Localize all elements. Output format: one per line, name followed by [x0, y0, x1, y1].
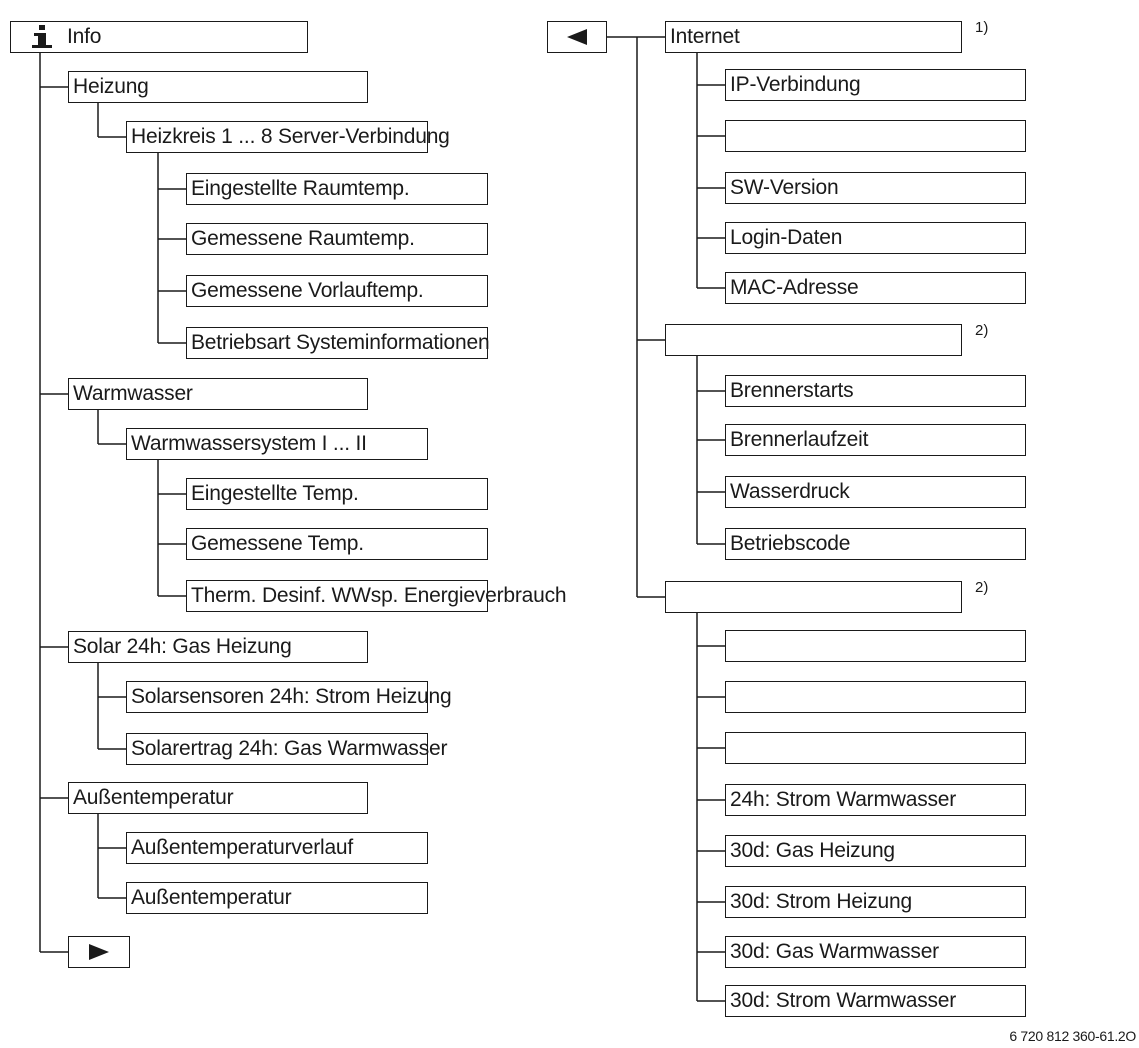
group2-item[interactable]: Brennerlaufzeit	[725, 424, 1026, 456]
solar-item-label: Solarertrag 24h: Gas Warmwasser	[131, 737, 448, 760]
menu-internet[interactable]: Internet	[665, 21, 962, 53]
menu-warmwassersystem[interactable]: Warmwassersystem I ... II	[126, 428, 428, 460]
warmwasser-item-label: Therm. Desinf. WWsp. Energieverbrauch	[191, 584, 567, 607]
menu-aussentemperatur-label: Außentemperatur	[73, 786, 234, 809]
internet-item-label: IP-Verbindung	[730, 73, 861, 96]
info-icon	[29, 25, 55, 49]
menu-heizkreis[interactable]: Heizkreis 1 ... 8 Server-Verbindung	[126, 121, 450, 153]
group2-item[interactable]: Brennerstarts	[725, 375, 1026, 407]
heizung-item[interactable]: Eingestellte Raumtemp.	[186, 173, 488, 205]
aussen-item-label: Außentemperaturverlauf	[131, 836, 354, 859]
footnote-marker: 2)	[975, 579, 989, 596]
warmwasser-item[interactable]: Gemessene Temp.	[186, 528, 488, 560]
internet-item[interactable]: Login-Daten	[725, 222, 1026, 254]
aussen-item[interactable]: Außentemperatur	[126, 882, 428, 914]
menu-warmwasser-label: Warmwasser	[73, 382, 193, 405]
menu-aussentemperatur[interactable]: Außentemperatur	[68, 782, 368, 814]
group3-item[interactable]	[725, 732, 1026, 764]
footnote-marker: 2)	[975, 322, 989, 339]
group2-item-label: Wasserdruck	[730, 480, 850, 503]
group2-item-label: Brennerstarts	[730, 379, 854, 402]
warmwasser-item-label: Gemessene Temp.	[191, 532, 364, 555]
menu-solar[interactable]: Solar 24h: Gas Heizung	[68, 631, 368, 663]
heizung-item[interactable]: Gemessene Raumtemp.	[186, 223, 488, 255]
group3-item-label: 30d: Gas Heizung	[730, 839, 895, 862]
internet-item-label: MAC-Adresse	[730, 276, 859, 299]
heizung-item[interactable]: Gemessene Vorlauftemp.	[186, 275, 488, 307]
group2-item[interactable]: Wasserdruck	[725, 476, 1026, 508]
menu-heizung-label: Heizung	[73, 75, 149, 98]
aussen-item[interactable]: Außentemperaturverlauf	[126, 832, 428, 864]
group3-item[interactable]: 30d: Gas Warmwasser	[725, 936, 1026, 968]
menu-group-3[interactable]	[665, 581, 962, 613]
info-menu-box[interactable]: Info	[10, 21, 308, 53]
internet-item[interactable]: MAC-Adresse	[725, 272, 1026, 304]
internet-item[interactable]: IP-Verbindung	[725, 69, 1026, 101]
menu-heizkreis-label: Heizkreis 1 ... 8 Server-Verbindung	[131, 125, 450, 148]
heizung-item[interactable]: Betriebsart Systeminformationen	[186, 327, 490, 359]
warmwasser-item[interactable]: Eingestellte Temp.	[186, 478, 488, 510]
solar-item[interactable]: Solarsensoren 24h: Strom Heizung	[126, 681, 452, 713]
menu-group-2[interactable]	[665, 324, 962, 356]
warmwasser-item[interactable]: Therm. Desinf. WWsp. Energieverbrauch	[186, 580, 567, 612]
heizung-item-label: Betriebsart Systeminformationen	[191, 331, 490, 354]
group3-item-label: 24h: Strom Warmwasser	[730, 788, 957, 811]
group2-item[interactable]: Betriebscode	[725, 528, 1026, 560]
internet-item[interactable]	[725, 120, 1026, 152]
group3-item[interactable]: 30d: Strom Warmwasser	[725, 985, 1026, 1017]
group3-item[interactable]: 24h: Strom Warmwasser	[725, 784, 1026, 816]
figure-id: 6 720 812 360-61.2O	[1009, 1028, 1136, 1044]
menu-warmwassersystem-label: Warmwassersystem I ... II	[131, 432, 367, 455]
internet-item-label: Login-Daten	[730, 226, 843, 249]
solar-item-label: Solarsensoren 24h: Strom Heizung	[131, 685, 452, 708]
solar-item[interactable]: Solarertrag 24h: Gas Warmwasser	[126, 733, 447, 765]
heizung-item-label: Gemessene Vorlauftemp.	[191, 279, 424, 302]
group2-item-label: Brennerlaufzeit	[730, 428, 869, 451]
internet-item-label: SW-Version	[730, 176, 839, 199]
group3-item-label: 30d: Strom Warmwasser	[730, 989, 957, 1012]
menu-warmwasser[interactable]: Warmwasser	[68, 378, 368, 410]
arrow-right-icon	[69, 937, 129, 967]
next-page-button[interactable]	[68, 936, 130, 968]
menu-heizung[interactable]: Heizung	[68, 71, 368, 103]
arrow-left-icon	[548, 22, 606, 52]
back-button[interactable]	[547, 21, 607, 53]
aussen-item-label: Außentemperatur	[131, 886, 292, 909]
menu-internet-label: Internet	[670, 25, 740, 48]
heizung-item-label: Eingestellte Raumtemp.	[191, 177, 410, 200]
menu-solar-label: Solar 24h: Gas Heizung	[73, 635, 292, 658]
group3-item[interactable]: 30d: Gas Heizung	[725, 835, 1026, 867]
footnote-marker: 1)	[975, 19, 989, 36]
group3-item[interactable]	[725, 630, 1026, 662]
info-title: Info	[67, 25, 102, 48]
group3-item-label: 30d: Gas Warmwasser	[730, 940, 939, 963]
heizung-item-label: Gemessene Raumtemp.	[191, 227, 415, 250]
group3-item[interactable]: 30d: Strom Heizung	[725, 886, 1026, 918]
warmwasser-item-label: Eingestellte Temp.	[191, 482, 359, 505]
group2-item-label: Betriebscode	[730, 532, 851, 555]
internet-item[interactable]: SW-Version	[725, 172, 1026, 204]
group3-item[interactable]	[725, 681, 1026, 713]
group3-item-label: 30d: Strom Heizung	[730, 890, 912, 913]
